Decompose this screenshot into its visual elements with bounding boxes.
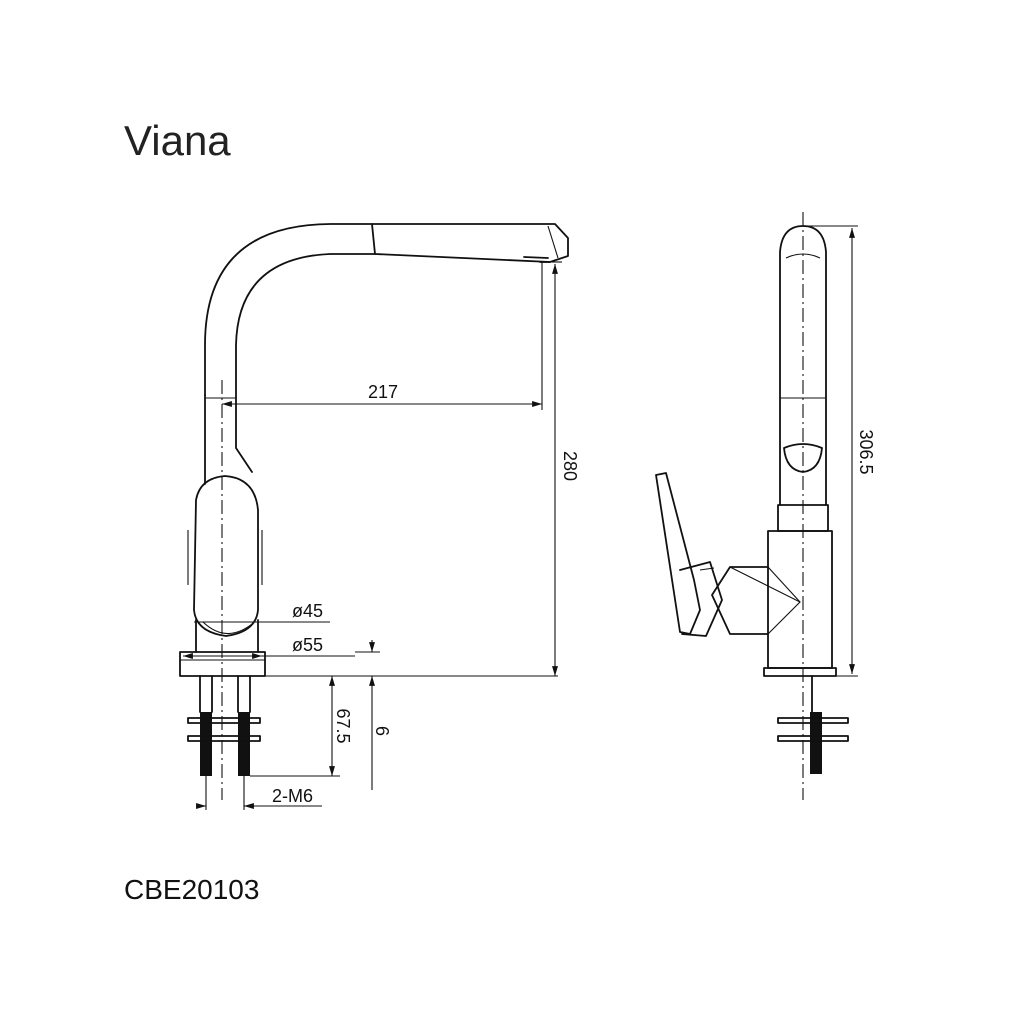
dim-stud-length: 67.5 [333, 708, 353, 743]
dim-base-diameter: ø55 [292, 635, 323, 655]
dim-hose-diameter: ø45 [292, 601, 323, 621]
dim-stud-thread: 2-M6 [272, 786, 313, 806]
dim-spout-height: 280 [560, 451, 580, 481]
dim-base-thickness: 6 [372, 726, 392, 736]
front-view: 217 280 ø45 ø55 6 67.5 2-M6 [179, 223, 580, 810]
dim-spout-reach: 217 [368, 382, 398, 402]
side-view: 306.5 [655, 212, 876, 800]
lever-body [193, 475, 259, 637]
dim-total-height: 306.5 [856, 429, 876, 474]
spout-outline [204, 223, 569, 473]
side-body [767, 530, 833, 669]
side-lever [655, 472, 701, 635]
product-name: Viana [124, 117, 231, 164]
model-code: CBE20103 [124, 874, 260, 905]
mounting-studs [187, 675, 261, 810]
